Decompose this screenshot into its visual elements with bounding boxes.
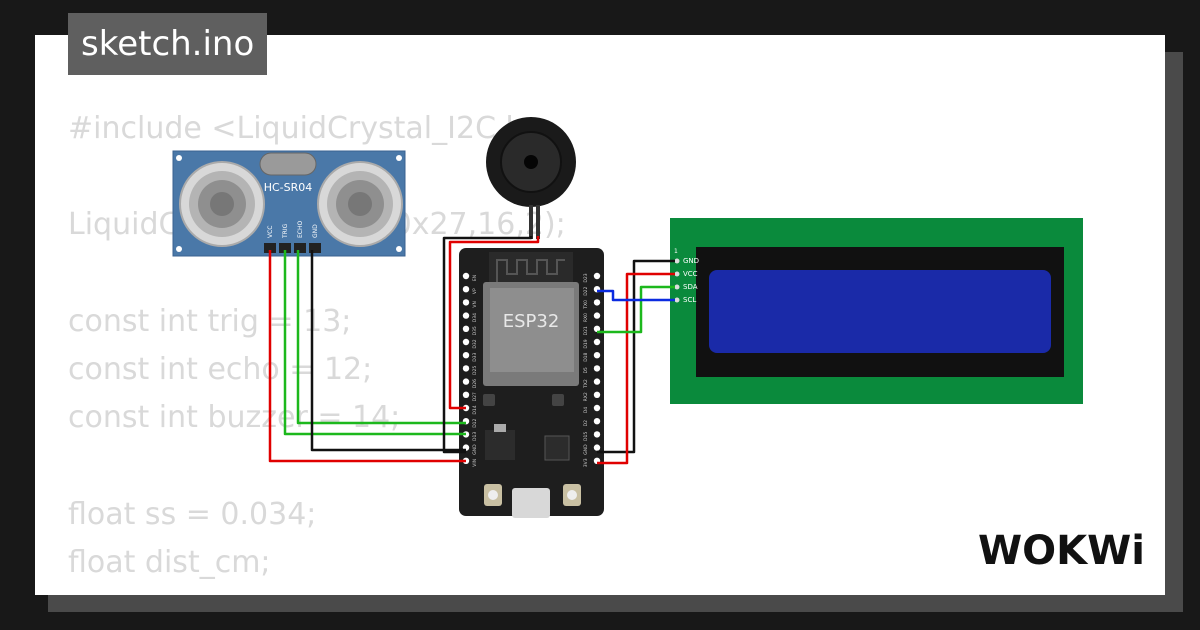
esp32-pin-label: D13 [472, 432, 478, 441]
lcd-pin-scl: SCL [683, 296, 696, 304]
esp32-pin-label: D15 [583, 432, 589, 441]
esp32-pin-label: TX2 [583, 379, 589, 389]
esp32-pin[interactable] [593, 404, 601, 412]
esp32-pin-label: D32 [472, 339, 478, 348]
wokwi-wordmark: WOKWi [978, 528, 1145, 574]
lcd-pin-gnd: GND [683, 257, 699, 265]
esp32-pin-label: VN [472, 301, 478, 307]
hc-sr04-sensor[interactable]: HC-SR04 VCC TRIG ECHO GND [172, 150, 406, 257]
sensor-pin-gnd: GND [312, 224, 319, 238]
code-line: float ss = 0.034; [68, 496, 317, 532]
esp32-pin[interactable] [462, 338, 470, 346]
lcd-display[interactable]: 1 GND VCC SDA SCL [670, 218, 1083, 404]
code-line: long t; [68, 587, 566, 595]
wire-gnd-black [310, 250, 466, 452]
esp32-pin-label: D22 [583, 286, 589, 295]
usb-port [512, 488, 550, 518]
code-line: const int echo = 12; [68, 351, 373, 387]
esp32-pin[interactable] [593, 418, 601, 425]
esp32-pin[interactable] [462, 391, 470, 398]
wokwi-logo[interactable]: WOKWi [977, 522, 1152, 578]
wire-lcd-scl-blue [597, 289, 675, 302]
esp32-en-button[interactable] [563, 484, 581, 506]
esp32-pin-label: GND [583, 444, 589, 455]
esp32-pin-label: D27 [472, 392, 478, 401]
esp32-pin-label: D34 [472, 313, 478, 322]
esp32-pin-label: GND [472, 444, 478, 455]
sensor-transducer-right [317, 161, 403, 247]
wire-lcd-vcc-red [597, 272, 675, 465]
esp32-pin[interactable] [462, 378, 470, 385]
esp32-pin-label: D4 [583, 407, 589, 413]
esp32-pin[interactable] [593, 352, 601, 359]
buzzer-icon[interactable] [486, 117, 576, 239]
code-line: const int buzzer = 14; [68, 400, 401, 436]
esp32-pin[interactable] [462, 272, 470, 280]
esp32-pin[interactable] [593, 365, 601, 372]
esp32-pin[interactable] [593, 312, 601, 319]
esp32-pin-label: D33 [472, 352, 478, 361]
sensor-pin-trig: TRIG [282, 223, 289, 239]
esp32-boot-button[interactable] [484, 484, 502, 506]
esp32-pin-label: D18 [583, 352, 589, 361]
esp32-pin[interactable] [462, 365, 470, 372]
esp32-pin[interactable] [462, 352, 470, 359]
code-line: float dist_cm; [68, 544, 271, 580]
esp32-board[interactable]: ESP32 ENVPVND34D35D32D33D25D26D27D14D12D… [459, 248, 604, 518]
esp32-pin-label: RX0 [583, 313, 589, 322]
wire-echo-green [296, 250, 466, 425]
esp32-pin-label: D35 [472, 326, 478, 335]
esp32-pin-label: D5 [583, 367, 589, 373]
esp32-pin[interactable] [593, 272, 601, 280]
esp32-pin-label: D2 [583, 420, 589, 426]
esp32-pin[interactable] [593, 391, 601, 398]
esp32-label: ESP32 [503, 311, 560, 332]
esp32-pin-label: D25 [472, 366, 478, 375]
esp32-pin[interactable] [593, 338, 601, 346]
esp32-pin-label: RX2 [583, 392, 589, 401]
wire-lcd-gnd-black [597, 259, 675, 454]
lcd-pin-vcc: VCC [683, 270, 698, 278]
esp32-pin-label: 3V3 [583, 458, 589, 467]
wire-buzzer-red [448, 236, 540, 410]
esp32-pin[interactable] [593, 444, 601, 451]
esp32-pin-label: D26 [472, 379, 478, 388]
esp32-pin[interactable] [462, 312, 470, 319]
esp32-pin-label: TX0 [583, 300, 589, 310]
esp32-pin-label: VIN [472, 459, 478, 467]
esp32-pin-label: VP [472, 288, 478, 294]
wires [268, 236, 675, 465]
esp32-pin[interactable] [593, 325, 601, 332]
lcd-pin1-label: 1 [674, 248, 678, 255]
wire-trig-green [283, 250, 466, 436]
esp32-pin-label: D23 [583, 273, 589, 282]
esp32-pin[interactable] [462, 299, 470, 306]
lcd-pin-sda: SDA [683, 283, 698, 291]
sensor-transducer-left [179, 161, 265, 247]
esp32-pin-label: D14 [472, 405, 478, 414]
sensor-pin-echo: ECHO [297, 221, 304, 238]
esp32-pin[interactable] [462, 286, 470, 293]
esp32-pin-label: D21 [583, 326, 589, 335]
esp32-pin-label: EN [472, 275, 478, 281]
wire-buzzer-black [442, 236, 533, 454]
esp32-pin[interactable] [462, 325, 470, 332]
esp32-pin-label: D19 [583, 339, 589, 348]
wire-vcc-red [268, 250, 466, 463]
wire-lcd-sda-green [597, 285, 675, 334]
esp32-pin-label: D12 [472, 418, 478, 427]
sensor-pin-vcc: VCC [267, 226, 274, 238]
sensor-label: HC-SR04 [264, 181, 313, 194]
esp32-pin[interactable] [593, 378, 601, 385]
esp32-pin[interactable] [593, 431, 601, 438]
esp32-pin[interactable] [593, 299, 601, 306]
file-tab[interactable]: sketch.ino [68, 13, 268, 75]
